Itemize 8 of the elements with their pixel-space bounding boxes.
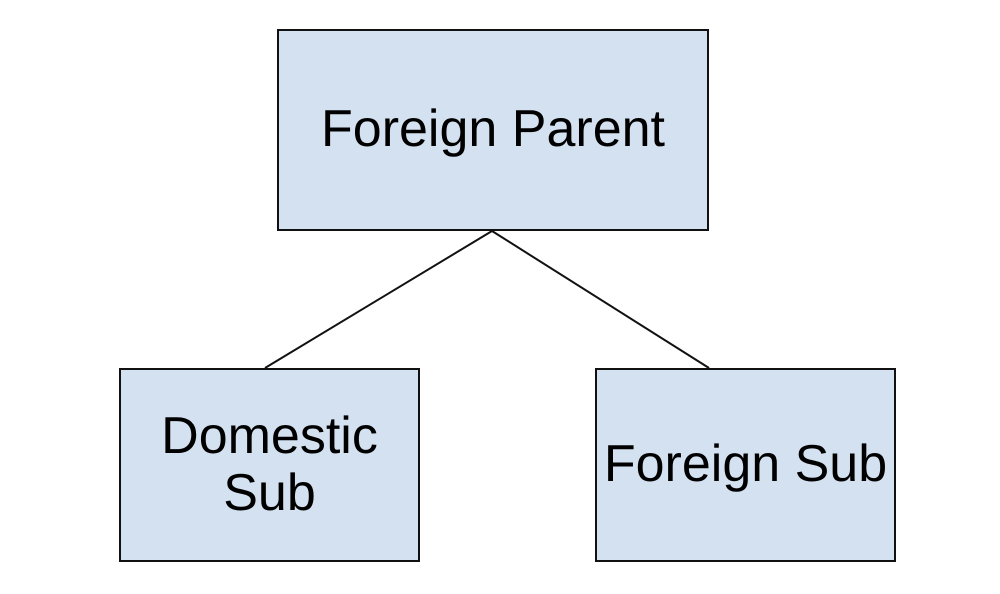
entity-name: Foreign Parent: [321, 101, 665, 159]
entity-box: [277, 29, 709, 231]
entity-name: Foreign Sub: [604, 436, 888, 494]
entity-box: [595, 368, 896, 562]
entity-name: Domestic Sub: [160, 408, 379, 522]
connector-line: [491, 230, 710, 369]
connector-line: [264, 230, 493, 369]
entity-box: [119, 368, 420, 562]
